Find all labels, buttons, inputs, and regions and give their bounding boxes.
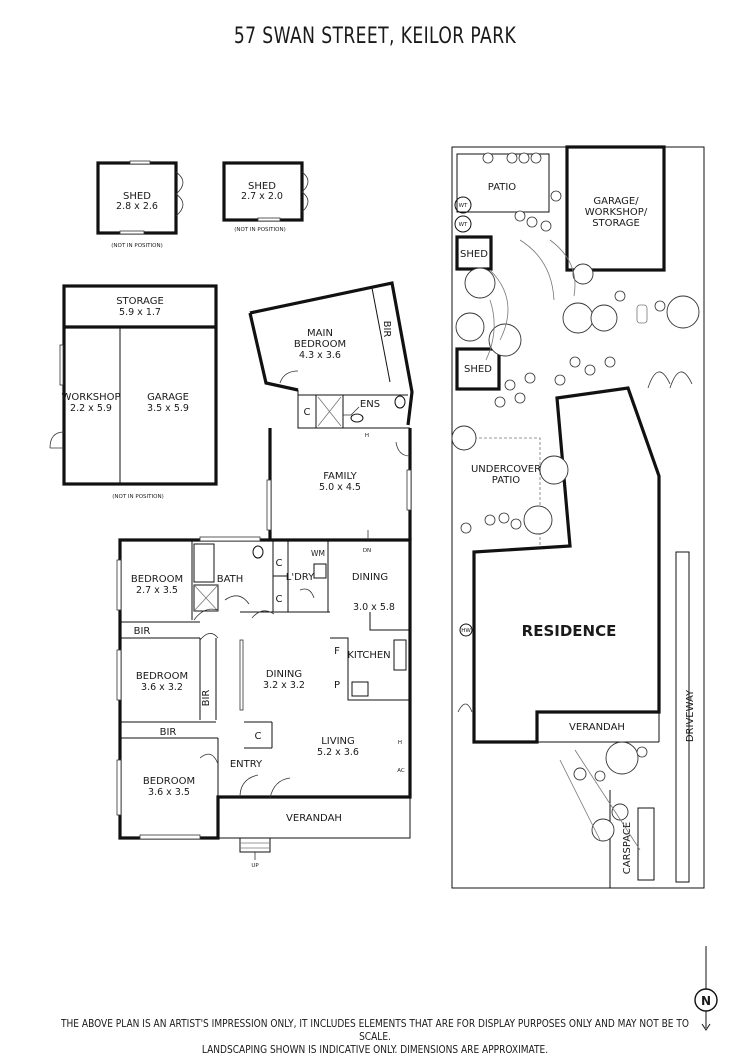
heater-label: H [365,433,369,439]
disclaimer: THE ABOVE PLAN IS AN ARTIST'S IMPRESSION… [0,1018,750,1057]
front-verandah: VERANDAH UP [217,797,411,869]
fridge-label: F [334,646,340,657]
living-size: 5.2 x 3.6 [317,747,359,758]
main-bir-label: BIR [381,321,392,338]
pantry-label: P [334,680,340,691]
hw-label: HW [461,628,471,634]
shed-2-label: SHED [248,181,276,192]
site-shed-2-label: SHED [464,364,492,375]
bedroom-1-size: 2.7 x 3.5 [136,585,178,596]
dining-1-size: 3.0 x 5.8 [353,602,395,613]
carspace-label: CARSPACE [622,822,633,874]
family-size: 5.0 x 4.5 [319,482,361,493]
wt-2-label: WT [459,222,468,228]
dining-2-label: DINING [266,669,302,680]
site-shed-1-label: SHED [460,249,488,260]
ac-label: AC [397,768,405,774]
driveway-label: DRIVEWAY [685,689,696,742]
site-shrubs [460,152,666,782]
disclaimer-line-2: LANDSCAPING SHOWN IS INDICATIVE ONLY. DI… [201,1044,549,1056]
bedroom-2-size: 3.6 x 3.2 [141,682,183,693]
main-house: MAIN BEDROOM 4.3 x 3.6 BIR ENS C H FAMIL… [116,281,414,840]
disclaimer-line-1: THE ABOVE PLAN IS AN ARTIST'S IMPRESSION… [61,1018,689,1043]
family-label: FAMILY [323,471,357,482]
ens-label: ENS [360,399,380,410]
cupboard-3-label: C [255,731,262,742]
garage-note: (NOT IN POSITION) [112,494,164,500]
plan-title: 57 SWAN STREET, KEILOR PARK [233,24,517,49]
wm-label: WM [311,549,325,558]
main-bedroom-label-2: BEDROOM [294,339,346,350]
shed-2: SHED 2.7 x 2.0 (NOT IN POSITION) [222,161,309,233]
up-label: UP [251,863,259,869]
north-compass: N [694,946,718,1031]
site-plan: PATIO WT WT GARAGE/ WORKSHOP/ STORAGE SH… [451,145,705,889]
living-label: LIVING [321,736,355,747]
site-garage-line-2: WORKSHOP/ [585,207,648,218]
site-trees [451,263,700,842]
cupboard-2-label: C [276,594,283,605]
storage-label: STORAGE [116,296,164,307]
bath-label: BATH [217,574,244,585]
storage-size: 5.9 x 1.7 [119,307,161,318]
ldry-label: L'DRY [286,572,315,583]
main-bedroom-label-1: MAIN [307,328,333,339]
site-garage-line-1: GARAGE/ [593,196,639,207]
garage-building: STORAGE 5.9 x 1.7 WORKSHOP 2.2 x 5.9 GAR… [49,284,218,500]
bir-1-label: BIR [134,626,151,637]
bedroom-2-label: BEDROOM [136,671,188,682]
workshop-label: WORKSHOP [61,392,120,403]
shed-2-size: 2.7 x 2.0 [241,191,283,202]
garage-label: GARAGE [147,392,189,403]
site-garage-line-3: STORAGE [592,218,640,229]
bir-3-label: BIR [160,727,177,738]
shed-1: SHED 2.8 x 2.6 (NOT IN POSITION) [96,160,184,249]
dn-label: DN [363,548,371,554]
compass-label: N [701,994,711,1008]
shed-1-size: 2.8 x 2.6 [116,201,158,212]
main-bedroom-size: 4.3 x 3.6 [299,350,341,361]
undercover-label-1: UNDERCOVER [471,464,541,475]
shed-2-note: (NOT IN POSITION) [234,227,286,233]
workshop-size: 2.2 x 5.9 [70,403,112,414]
living-heater-label: H [398,740,402,746]
verandah-label: VERANDAH [286,813,342,824]
site-patio-label: PATIO [488,182,517,193]
bedroom-1-label: BEDROOM [131,574,183,585]
wt-1-label: WT [459,203,468,209]
shed-1-label: SHED [123,191,151,202]
undercover-label-2: PATIO [492,475,521,486]
shed-1-note: (NOT IN POSITION) [111,243,163,249]
dining-2-size: 3.2 x 3.2 [263,680,305,691]
bir-2-label: BIR [201,690,212,707]
ens-cupboard-label: C [304,407,311,418]
kitchen-label: KITCHEN [347,650,390,661]
dining-1-label: DINING [352,572,388,583]
garage-size: 3.5 x 5.9 [147,403,189,414]
site-verandah-label: VERANDAH [569,722,625,733]
bedroom-3-size: 3.6 x 3.5 [148,787,190,798]
entry-label: ENTRY [230,759,263,770]
residence-label: RESIDENCE [522,622,617,640]
cupboard-1-label: C [276,558,283,569]
bedroom-3-label: BEDROOM [143,776,195,787]
